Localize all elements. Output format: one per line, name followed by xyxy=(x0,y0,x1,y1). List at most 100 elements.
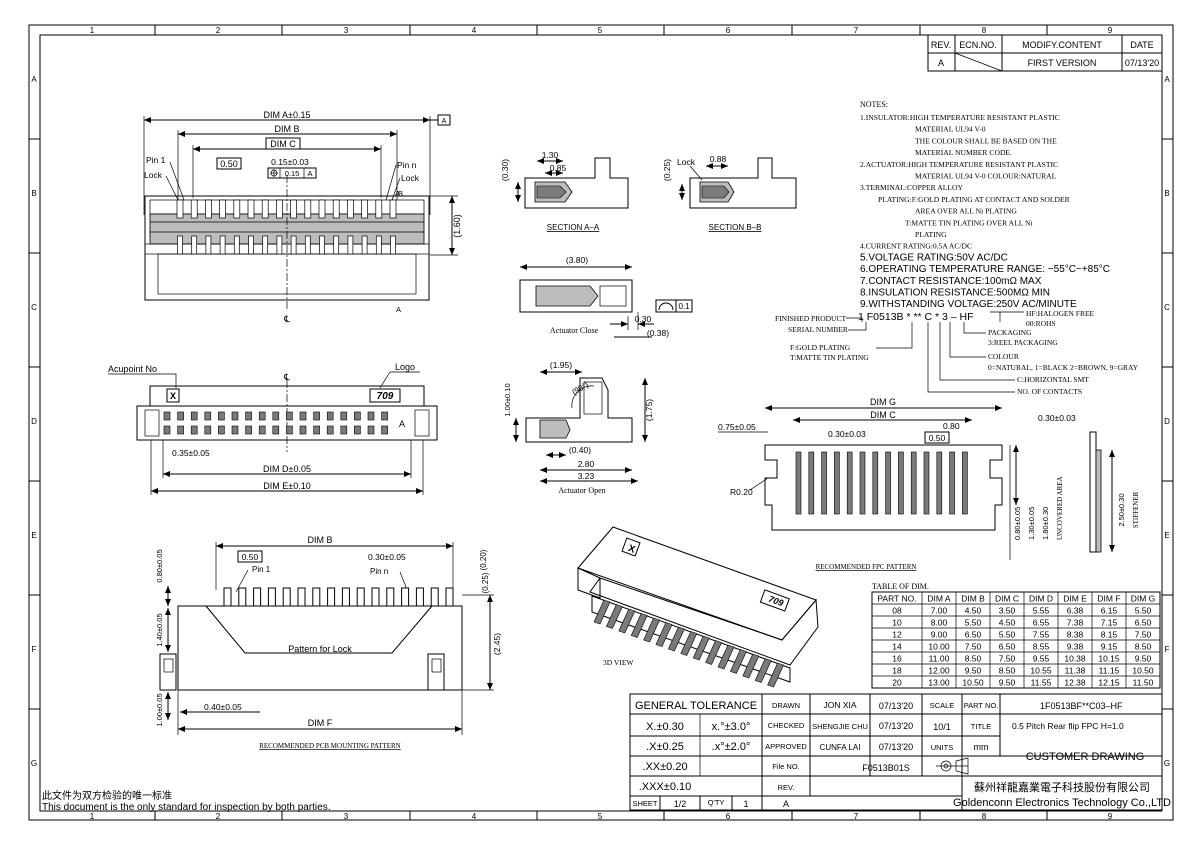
pcb-pad xyxy=(297,587,306,607)
zone-col-bottom: 5 xyxy=(598,812,603,821)
3d-pin xyxy=(618,608,636,634)
svg-text:(0.20): (0.20) xyxy=(479,549,488,570)
svg-text:PART NO.: PART NO. xyxy=(964,701,999,710)
dim-table-cell: 5.50 xyxy=(965,618,982,628)
svg-text:mm: mm xyxy=(974,742,989,752)
svg-text:10/1: 10/1 xyxy=(933,722,951,732)
dim-table-header: DIM F xyxy=(1097,594,1120,604)
svg-text:.X±0.25: .X±0.25 xyxy=(646,741,684,753)
top-pin xyxy=(205,199,212,219)
fpc-pattern: DIM G DIM C 0.75±0.05 0.80 0.30±0.03 0.5… xyxy=(718,397,1140,571)
svg-text:1.00±0.10: 1.00±0.10 xyxy=(503,383,512,416)
dim-table-cell: 20 xyxy=(892,678,902,688)
pcb-pad xyxy=(327,587,336,607)
3d-pin xyxy=(643,617,661,643)
note-line: PLATING:F:GOLD PLATING AT CONTACT AND SO… xyxy=(878,195,1071,204)
zone-col-top: 5 xyxy=(598,26,603,35)
dim-table-cell: 6.55 xyxy=(1033,618,1050,628)
top-pin xyxy=(233,199,241,219)
actuator-close-label: Actuator Close xyxy=(550,326,599,335)
svg-text:(1.95): (1.95) xyxy=(550,360,572,370)
zone-col-bottom: 4 xyxy=(472,812,477,821)
label-reel: 3:REEL PACKAGING xyxy=(988,338,1058,347)
note-line: 4.CURRENT RATING:0.5A AC/DC xyxy=(860,242,972,251)
svg-text:(0.38): (0.38) xyxy=(647,328,669,338)
fpc-pattern-label: RECOMMENDED FPC PATTERN xyxy=(816,563,917,571)
note-line: AREA OVER ALL Ni PLATING xyxy=(915,207,1017,216)
zone-col-top: 4 xyxy=(472,26,477,35)
front-pin-upper xyxy=(245,411,252,421)
svg-text:0.30±0.05: 0.30±0.05 xyxy=(368,552,406,562)
dim-table-cell: 11.55 xyxy=(1031,678,1052,688)
label-serial-number: SERIAL NUMBER xyxy=(788,325,848,334)
svg-text:0.80±0.05: 0.80±0.05 xyxy=(155,549,164,582)
svg-text:REV.: REV. xyxy=(778,783,795,792)
top-pin-tail xyxy=(304,235,311,255)
section-bb-label: SECTION B–B xyxy=(709,223,762,232)
fpc-finger xyxy=(859,451,866,515)
svg-text:(0.30): (0.30) xyxy=(500,159,510,181)
svg-text:CUNFA LAI: CUNFA LAI xyxy=(820,743,861,752)
top-pin-tail xyxy=(333,235,340,255)
top-pin-tail xyxy=(361,235,368,255)
fpc-finger xyxy=(795,451,802,515)
zone-row-left: A xyxy=(31,75,37,84)
fpc-finger xyxy=(846,451,853,515)
top-lock-left: Lock xyxy=(144,170,163,180)
3d-pin xyxy=(705,640,723,665)
dim-table-cell: 10.50 xyxy=(962,678,984,688)
svg-text:F0513B01S: F0513B01S xyxy=(862,763,910,773)
dim-table-cell: 3.50 xyxy=(999,606,1016,616)
dim-table-cell: 12.00 xyxy=(928,666,950,676)
dim-table-cell: 7.50 xyxy=(965,642,982,652)
label-rohs: 00:ROHS xyxy=(1026,319,1056,328)
actuator-open-label: Actuator Open xyxy=(558,486,605,495)
dim-table-cell: 10.55 xyxy=(1030,666,1052,676)
dim-e-label: DIM E±0.10 xyxy=(263,481,310,491)
top-pin-tail xyxy=(233,235,240,255)
zone-col-top: 6 xyxy=(726,26,731,35)
front-pin-upper xyxy=(326,411,334,421)
svg-text:DIM B: DIM B xyxy=(307,535,332,545)
front-pin-lower xyxy=(299,425,307,435)
top-pin-tail xyxy=(276,235,283,255)
zone-col-bottom: 8 xyxy=(982,812,987,821)
top-ref-a: A xyxy=(307,169,312,178)
dim-table-header: DIM C xyxy=(995,594,1019,604)
top-pin-tail xyxy=(219,235,226,255)
footer-cn: 此文件为双方检验的唯一标准 xyxy=(42,789,172,802)
top-pin xyxy=(361,199,368,219)
3d-pin xyxy=(692,635,710,661)
svg-text:A: A xyxy=(783,799,789,809)
pcb-pad xyxy=(356,587,365,607)
dim-table-header: DIM A xyxy=(927,594,950,604)
svg-text:1.80±0.30: 1.80±0.30 xyxy=(1041,507,1050,540)
top-pin xyxy=(261,199,269,219)
fpc-finger xyxy=(898,451,904,515)
rev-header-ecn: ECN.NO. xyxy=(959,40,997,50)
svg-text:SHENGJIE CHU: SHENGJIE CHU xyxy=(812,722,868,731)
zone-col-bottom: 6 xyxy=(726,812,731,821)
svg-text:1.40±0.05: 1.40±0.05 xyxy=(155,613,164,646)
front-pin-upper xyxy=(286,411,293,421)
dim-table-cell: 8.15 xyxy=(1101,630,1118,640)
dim-table-cell: 7.50 xyxy=(999,654,1016,664)
top-centerline: ℄ xyxy=(283,314,290,324)
dim-table-cell: 9.55 xyxy=(1033,654,1050,664)
fpc-finger xyxy=(808,451,815,515)
svg-text:0.80: 0.80 xyxy=(943,421,960,431)
section-aa: 1.30 0.85 (0.30) SECTION A–A xyxy=(500,150,629,232)
svg-text:0.30: 0.30 xyxy=(635,314,652,324)
company-name-en: Goldenconn Electronics Technology Co.,LT… xyxy=(953,797,1171,809)
3d-pin xyxy=(717,644,735,670)
dim-table-cell: 9.50 xyxy=(965,666,982,676)
dim-table-cell: 5.50 xyxy=(1135,606,1152,616)
dim-table-header: DIM D xyxy=(1029,594,1053,604)
3d-pin xyxy=(754,658,772,683)
svg-text:STIFFENER: STIFFENER xyxy=(1132,491,1140,528)
front-pin-upper xyxy=(190,411,198,421)
svg-text:1.00±0.05: 1.00±0.05 xyxy=(155,693,164,726)
fpc-finger xyxy=(821,451,827,515)
